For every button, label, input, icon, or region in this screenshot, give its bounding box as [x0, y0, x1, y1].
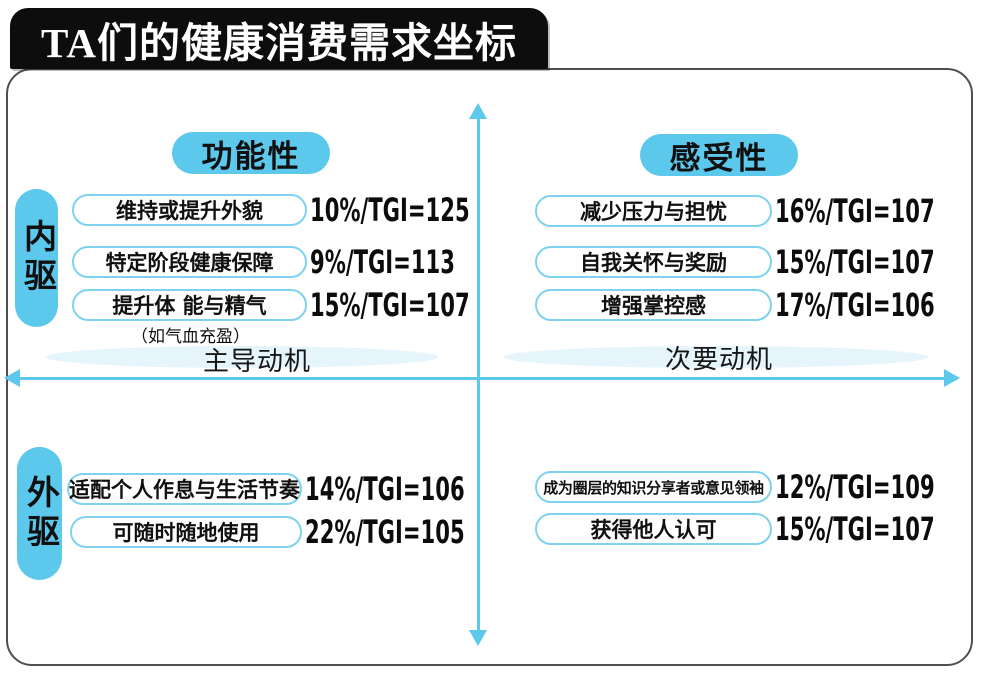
- quadrant-item: 维持或提升外貌 10%/TGI=125: [72, 191, 552, 229]
- quadrant-item: 成为圈层的知识分享者或意见领袖 12%/TGI=109: [535, 468, 981, 506]
- item-pill: 特定阶段健康保障: [72, 246, 307, 278]
- item-stat: 9%/TGI=113: [310, 243, 455, 281]
- axis-highlight-right: [504, 346, 928, 368]
- item-pill: 成为圈层的知识分享者或意见领袖: [535, 471, 772, 503]
- quadrant-item: 增强掌控感 17%/TGI=106: [535, 286, 981, 324]
- item-pill: 可随时随地使用: [70, 516, 302, 548]
- item-note: （如气血充盈）: [131, 327, 250, 347]
- item-stat: 15%/TGI=107: [310, 286, 470, 324]
- item-stat: 12%/TGI=109: [775, 468, 935, 506]
- quadrant-header-functional: 功能性: [172, 132, 330, 175]
- quadrant-header-perceptual: 感受性: [640, 134, 798, 177]
- axis-highlight-left: [46, 346, 438, 368]
- quadrant-item: 自我关怀与奖励 15%/TGI=107: [535, 243, 981, 281]
- arrow-left-icon: [4, 369, 20, 387]
- item-pill: 获得他人认可: [535, 513, 772, 545]
- item-pill: 自我关怀与奖励: [535, 246, 772, 278]
- y-axis-line: [477, 116, 480, 635]
- item-stat: 10%/TGI=125: [310, 191, 470, 229]
- title-bar: TA们的健康消费需求坐标: [10, 8, 548, 69]
- item-stat: 15%/TGI=107: [775, 510, 935, 548]
- arrow-down-icon: [469, 630, 487, 646]
- side-label-internal-drive: 内驱: [15, 189, 58, 327]
- item-stat: 16%/TGI=107: [775, 192, 935, 230]
- quadrant-item: 适配个人作息与生活节奏 14%/TGI=106: [67, 470, 547, 508]
- quadrant-item: 可随时随地使用 22%/TGI=105: [70, 513, 547, 551]
- side-label-external-drive: 外驱: [17, 447, 62, 580]
- chart-panel: [6, 68, 973, 666]
- item-stat: 14%/TGI=106: [305, 470, 465, 508]
- item-pill: 维持或提升外貌: [72, 194, 307, 226]
- quadrant-item: 提升体 能与精气 15%/TGI=107: [72, 286, 552, 324]
- quadrant-item: 减少压力与担忧 16%/TGI=107: [535, 192, 981, 230]
- x-axis-line: [12, 377, 950, 380]
- item-stat: 17%/TGI=106: [775, 286, 935, 324]
- item-stat: 15%/TGI=107: [775, 243, 935, 281]
- quadrant-item: 获得他人认可 15%/TGI=107: [535, 510, 981, 548]
- arrow-up-icon: [469, 103, 487, 119]
- item-pill: 减少压力与担忧: [535, 195, 772, 227]
- item-pill: 增强掌控感: [535, 289, 772, 321]
- arrow-right-icon: [944, 369, 960, 387]
- item-pill: 适配个人作息与生活节奏: [67, 473, 302, 505]
- axis-label-secondary-motive: 次要动机: [665, 345, 774, 374]
- quadrant-item: 特定阶段健康保障 9%/TGI=113: [72, 243, 530, 281]
- page-title: TA们的健康消费需求坐标: [41, 19, 517, 66]
- axis-label-dominant-motive: 主导动机: [203, 347, 312, 376]
- item-stat: 22%/TGI=105: [305, 513, 465, 551]
- item-pill: 提升体 能与精气: [72, 289, 307, 321]
